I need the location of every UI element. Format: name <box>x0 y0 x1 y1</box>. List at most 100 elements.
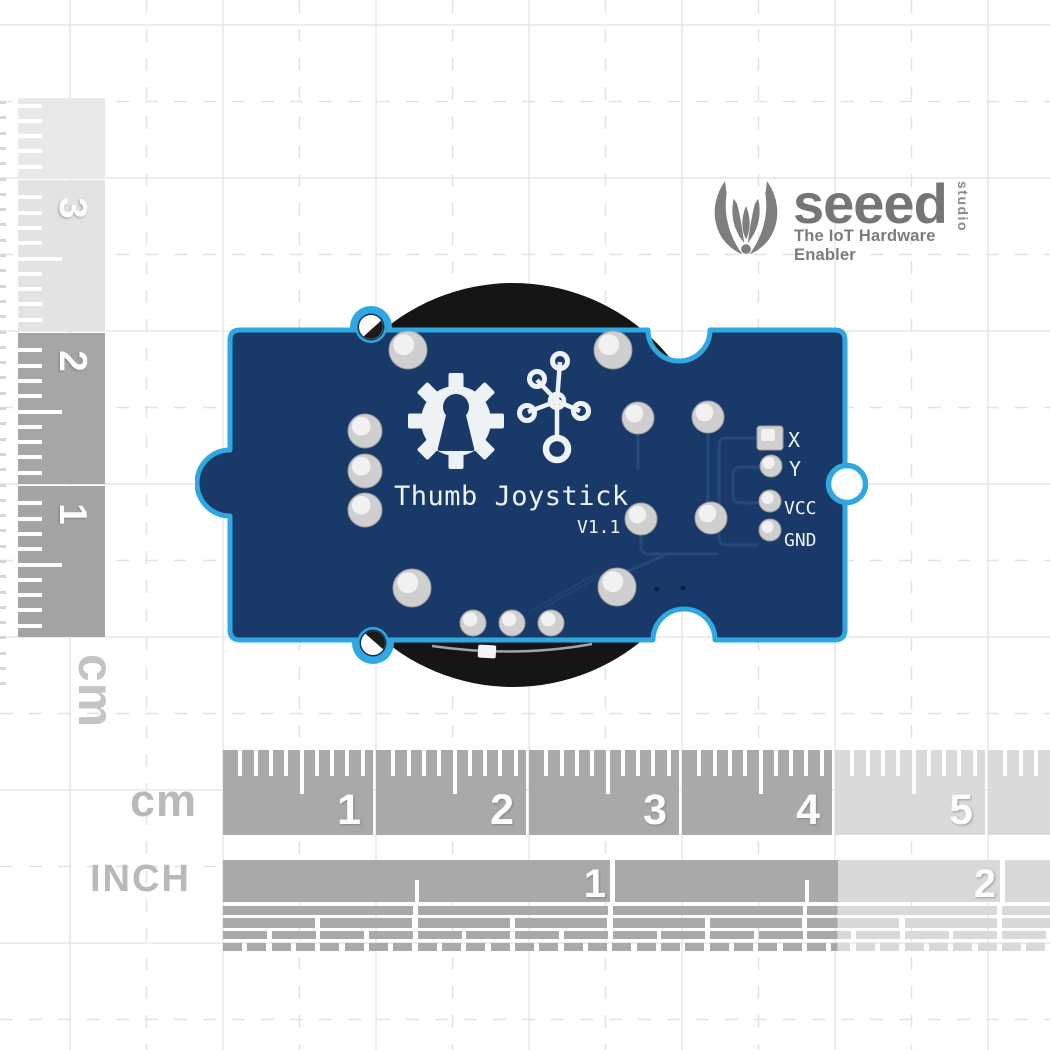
edge-tick <box>0 575 6 578</box>
inch-subdivision <box>953 943 972 951</box>
ruler-tick <box>590 750 594 776</box>
edge-tick <box>0 178 6 181</box>
inch-subdivision <box>978 943 997 951</box>
inch-subdivision <box>905 918 997 928</box>
ruler-tick <box>18 348 42 352</box>
inch-subdivision <box>1002 931 1046 939</box>
edge-tick <box>0 101 6 104</box>
inch-subdivision <box>612 943 631 951</box>
inch-subdivision <box>953 931 997 939</box>
inch-subdivision <box>442 943 461 951</box>
edge-tick <box>0 606 6 609</box>
mount-hole-bottom-left <box>357 627 389 659</box>
inch-subdivision <box>223 931 267 939</box>
inch-subdivision <box>613 906 803 915</box>
inch-subdivision <box>929 943 948 951</box>
ruler-tick <box>18 149 42 153</box>
ruler-tick <box>498 750 502 776</box>
ruler-tick <box>18 410 62 414</box>
inch-subdivision <box>247 943 266 951</box>
inch-subdivision <box>369 943 388 951</box>
inch-subdivision <box>734 943 753 951</box>
solder-pad-highlight <box>762 456 775 469</box>
ruler-tick <box>18 578 42 582</box>
seeed-logo: seeed studio The IoT Hardware Enabler <box>695 168 1000 264</box>
pin-label-gnd: GND <box>784 530 817 551</box>
ruler-tick <box>820 750 824 776</box>
ruler-tick <box>18 593 42 597</box>
ruler-tick <box>804 750 808 776</box>
inch-subdivision <box>272 943 291 951</box>
inch-subdivision <box>320 931 364 939</box>
ruler-tick <box>973 750 977 776</box>
vertical-cm-ruler: 3 2 1 <box>18 98 105 637</box>
ruler-tick <box>560 750 564 776</box>
edge-tick <box>0 560 6 563</box>
ruler-tick <box>468 750 472 776</box>
inch-subdivision <box>637 943 656 951</box>
inch-subdivision <box>856 931 900 939</box>
ruler-tick <box>789 750 793 776</box>
ruler-tick <box>361 750 365 776</box>
edge-tick <box>0 254 6 257</box>
inch-ruler: 1 2 <box>223 860 1050 955</box>
ruler-tick <box>743 750 747 776</box>
solder-pad-highlight <box>761 520 774 533</box>
inch-subdivision <box>418 931 462 939</box>
inch-subdivision <box>515 943 534 951</box>
joystick-label-patch <box>477 644 497 659</box>
ruler-tick <box>18 104 42 108</box>
inch-subdivision <box>807 906 997 915</box>
inch-subdivision <box>564 931 608 939</box>
ruler-tick <box>866 750 870 776</box>
ruler-tick <box>18 547 42 551</box>
ruler-tick <box>18 608 42 612</box>
ruler-tick <box>453 750 457 794</box>
pin-label-y: Y <box>789 457 801 481</box>
edge-tick <box>0 132 6 135</box>
inch-subdivision <box>345 943 364 951</box>
pin-label-x: X <box>788 428 800 452</box>
ruler-tick <box>18 624 42 628</box>
inch-subdivision <box>320 943 339 951</box>
ruler-tick <box>927 750 931 776</box>
edge-tick <box>0 361 6 364</box>
inch-subdivision <box>564 943 583 951</box>
inch-subdivision <box>223 918 315 928</box>
joystick-icon <box>517 351 591 464</box>
edge-tick <box>0 193 6 196</box>
edge-tick <box>0 682 6 685</box>
solder-pad-highlight <box>351 416 371 436</box>
inch-subdivision-rows <box>223 860 1050 955</box>
ruler-tick <box>912 750 916 794</box>
edge-tick <box>0 636 6 639</box>
inch-subdivision <box>807 918 899 928</box>
ruler-tick <box>315 750 319 776</box>
inch-subdivision <box>880 943 899 951</box>
inch-subdivision <box>515 931 559 939</box>
ruler-tick <box>254 750 258 776</box>
cm-number: 2 <box>490 786 514 834</box>
ruler-tick <box>18 440 42 444</box>
ruler-tick <box>269 750 273 776</box>
solder-pads <box>347 330 783 637</box>
edge-hole-right <box>825 462 869 506</box>
inch-subdivision <box>710 943 729 951</box>
ruler-tick <box>407 750 411 776</box>
inch-subdivision <box>905 931 949 939</box>
inch-subdivision <box>831 943 850 951</box>
vruler-number-2: 2 <box>51 350 94 372</box>
edge-tick <box>0 162 6 165</box>
solder-pad-highlight <box>540 612 556 627</box>
ruler-tick <box>18 195 42 199</box>
ruler-tick <box>697 750 701 776</box>
inch-subdivision <box>369 931 413 939</box>
ruler-tick <box>774 750 778 776</box>
inch-subdivision <box>272 931 316 939</box>
gear-icon <box>408 373 504 469</box>
seeed-tulip-icon <box>714 181 778 255</box>
inch-subdivision <box>223 943 242 951</box>
inch-subdivision <box>1026 943 1045 951</box>
ruler-tick <box>18 318 42 322</box>
